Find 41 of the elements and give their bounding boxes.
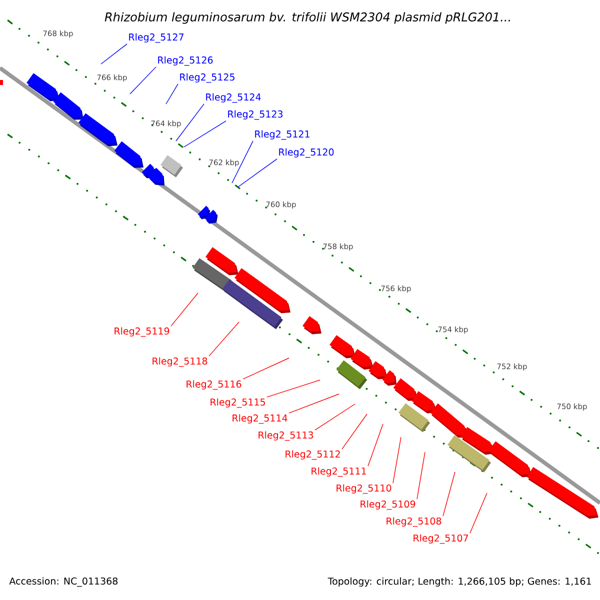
leader-line [266,380,320,398]
accession-text: Accession: NC_011368 [9,577,118,587]
leader-line [442,472,456,516]
gene-label: Rleg2_5125 [180,73,234,83]
leader-line [184,120,226,148]
gene-label: Rleg2_5115 [210,398,265,408]
gene-label: Rleg2_5123 [228,110,283,120]
gene-label: Rleg2_5111 [312,467,366,477]
gene-label: Rleg2_5124 [206,93,261,103]
gene-label: Rleg2_5114 [232,414,288,424]
leader-line [232,140,254,184]
leader-line [166,84,178,104]
gene-label: Rleg2_5121 [255,130,310,140]
gene-label: Rleg2_5116 [186,380,242,390]
gene-label: Rleg2_5110 [336,484,392,494]
title: Rhizobium leguminosarum bv. trifolii WSM2304 plasmid pRLG201... [104,12,510,24]
gene-label: Rleg2_5113 [258,431,314,441]
leader-line [392,436,402,484]
leader-line [100,44,128,64]
gene-label: Rleg2_5126 [158,56,213,66]
leader-line [314,404,356,430]
gene-label: Rleg2_5107 [414,534,468,544]
leader-line [242,358,290,380]
gene-label: Rleg2_5108 [386,517,442,527]
gene-label: Rleg2_5112 [286,450,340,460]
leader-line [238,158,278,188]
gene-label: Rleg2_5109 [360,500,416,510]
leader-line [208,322,240,356]
summary-text: Topology: circular; Length: 1,266,105 bp; Genes: 1,161 [328,577,591,587]
leader-line [342,414,368,450]
gene-label: Rleg2_5118 [152,357,208,367]
leader-line [470,492,488,534]
leader-line [368,424,384,466]
leader-line [176,104,204,142]
gene-label: Rleg2_5120 [279,148,334,158]
leader-line [416,452,426,500]
leader-line [130,66,156,94]
leader-line [170,292,198,326]
leader-line [288,394,340,414]
gene-label: Rleg2_5119 [114,327,170,337]
gene-label: Rleg2_5127 [129,33,184,43]
